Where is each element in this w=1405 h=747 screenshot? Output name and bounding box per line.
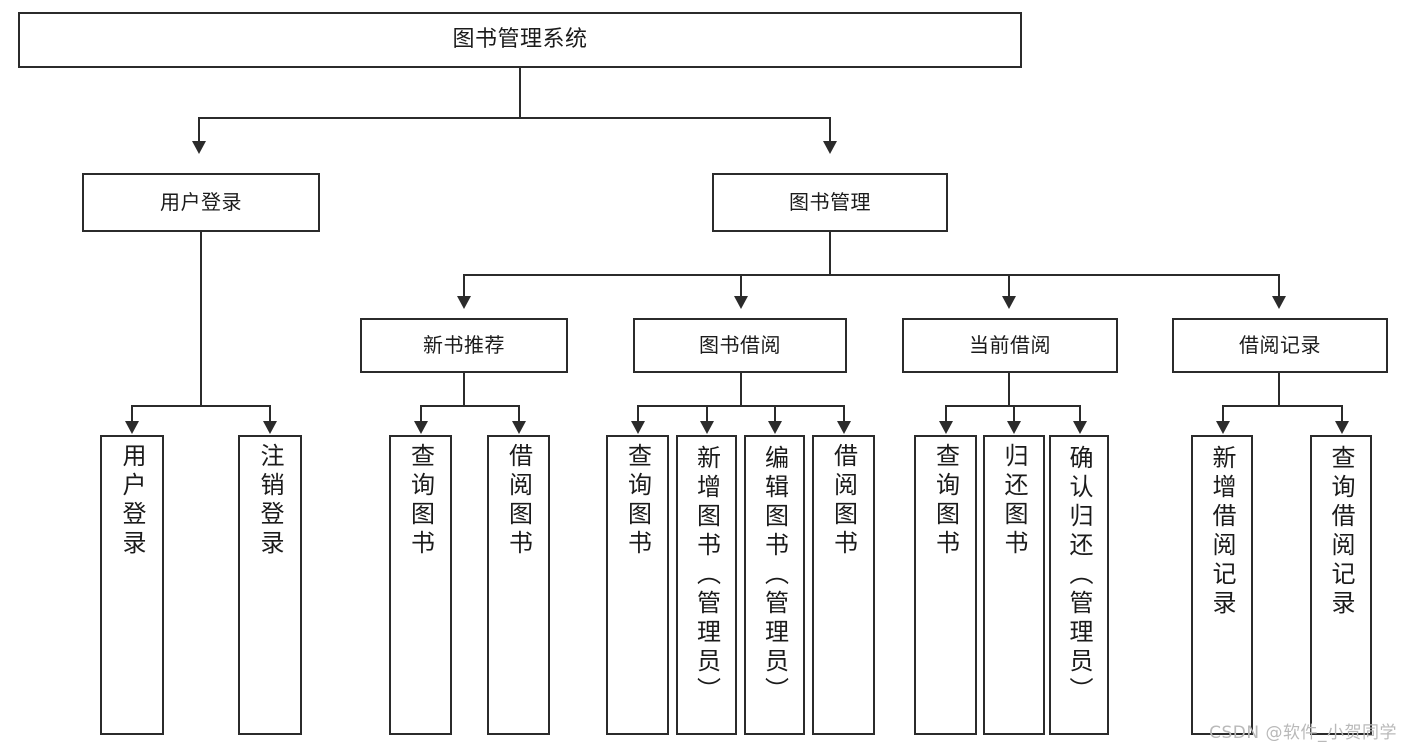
arrowhead-root-to-user-login	[192, 141, 206, 154]
leaf-query-book-3[interactable]: 查询图书	[914, 435, 977, 735]
leaf-borrow-book-1[interactable]: 借阅图书	[487, 435, 550, 735]
connector-book-manage-drop-4	[1278, 274, 1280, 298]
node-label: 借阅记录	[1239, 333, 1321, 358]
node-root-book-management-system[interactable]: 图书管理系统	[18, 12, 1022, 68]
leaf-query-book-2[interactable]: 查询图书	[606, 435, 669, 735]
connector-book-borrow-drop-3	[774, 405, 776, 423]
node-label: 归还图书	[1000, 443, 1028, 559]
arrowhead-current-borrow-leaf-1	[939, 421, 953, 434]
connector-new-book-drop-1	[420, 405, 422, 423]
connector-user-login-drop-2	[269, 405, 271, 423]
arrowhead-book-manage-child-4	[1272, 296, 1286, 309]
connector-book-borrow-bus	[637, 405, 844, 407]
node-label: 图书借阅	[699, 333, 781, 358]
node-label: 新书推荐	[423, 333, 505, 358]
arrowhead-book-borrow-leaf-3	[768, 421, 782, 434]
arrowhead-borrow-record-leaf-2	[1335, 421, 1349, 434]
node-label: 确认归还（管理员）	[1065, 445, 1093, 706]
connector-root-to-user-login	[198, 117, 200, 143]
connector-book-manage-bus	[463, 274, 1280, 276]
connector-book-borrow-drop-4	[843, 405, 845, 423]
connector-borrow-record-stem	[1278, 373, 1280, 405]
leaf-edit-book[interactable]: 编辑图书（管理员）	[744, 435, 805, 735]
node-current-borrow[interactable]: 当前借阅	[902, 318, 1118, 373]
node-label: 编辑图书（管理员）	[760, 445, 789, 706]
node-new-book-recommend[interactable]: 新书推荐	[360, 318, 568, 373]
connector-root-stem	[519, 68, 521, 117]
leaf-add-record[interactable]: 新增借阅记录	[1191, 435, 1253, 735]
arrowhead-book-manage-child-2	[734, 296, 748, 309]
connector-borrow-record-drop-2	[1341, 405, 1343, 423]
connector-book-borrow-drop-2	[706, 405, 708, 423]
node-label: 借阅图书	[829, 443, 858, 559]
connector-root-bus	[198, 117, 830, 119]
connector-borrow-record-bus	[1222, 405, 1342, 407]
connector-current-borrow-bus	[945, 405, 1080, 407]
csdn-watermark: CSDN @软件_小贺同学	[1209, 723, 1397, 743]
connector-current-borrow-drop-3	[1079, 405, 1081, 423]
connector-book-manage-drop-1	[463, 274, 465, 298]
connector-current-borrow-drop-2	[1013, 405, 1015, 423]
node-label: 图书管理	[789, 190, 871, 215]
connector-user-login-bus	[131, 405, 270, 407]
connector-book-manage-drop-2	[740, 274, 742, 298]
connector-user-login-drop-1	[131, 405, 133, 423]
leaf-query-record[interactable]: 查询借阅记录	[1310, 435, 1372, 735]
node-label: 用户登录	[118, 443, 146, 559]
node-label: 当前借阅	[969, 333, 1051, 358]
arrowhead-book-borrow-leaf-1	[631, 421, 645, 434]
node-label: 新增图书（管理员）	[692, 445, 721, 706]
connector-book-manage-stem	[829, 232, 831, 274]
leaf-add-book[interactable]: 新增图书（管理员）	[676, 435, 737, 735]
connector-borrow-record-drop-1	[1222, 405, 1224, 423]
leaf-confirm-return[interactable]: 确认归还（管理员）	[1049, 435, 1109, 735]
arrowhead-user-login-leaf-1	[125, 421, 139, 434]
node-label: 用户登录	[160, 190, 242, 215]
connector-user-login-stem	[200, 232, 202, 405]
arrowhead-root-to-book-manage	[823, 141, 837, 154]
node-book-manage[interactable]: 图书管理	[712, 173, 948, 232]
node-label: 查询借阅记录	[1327, 445, 1355, 619]
arrowhead-user-login-leaf-2	[263, 421, 277, 434]
connector-new-book-drop-2	[518, 405, 520, 423]
leaf-borrow-book-2[interactable]: 借阅图书	[812, 435, 875, 735]
node-label: 查询图书	[623, 443, 652, 559]
arrowhead-new-book-leaf-2	[512, 421, 526, 434]
leaf-query-book-1[interactable]: 查询图书	[389, 435, 452, 735]
node-label: 查询图书	[406, 443, 435, 559]
arrowhead-current-borrow-leaf-3	[1073, 421, 1087, 434]
connector-current-borrow-stem	[1008, 373, 1010, 405]
leaf-user-login[interactable]: 用户登录	[100, 435, 164, 735]
node-user-login[interactable]: 用户登录	[82, 173, 320, 232]
arrowhead-current-borrow-leaf-2	[1007, 421, 1021, 434]
connector-book-borrow-drop-1	[637, 405, 639, 423]
connector-root-to-book-manage	[829, 117, 831, 143]
arrowhead-borrow-record-leaf-1	[1216, 421, 1230, 434]
leaf-return-book[interactable]: 归还图书	[983, 435, 1045, 735]
connector-current-borrow-drop-1	[945, 405, 947, 423]
node-borrow-record[interactable]: 借阅记录	[1172, 318, 1388, 373]
connector-book-manage-drop-3	[1008, 274, 1010, 298]
connector-new-book-bus	[420, 405, 518, 407]
arrowhead-book-manage-child-1	[457, 296, 471, 309]
arrowhead-book-manage-child-3	[1002, 296, 1016, 309]
arrowhead-book-borrow-leaf-2	[700, 421, 714, 434]
node-label: 注销登录	[256, 443, 284, 559]
arrowhead-book-borrow-leaf-4	[837, 421, 851, 434]
arrowhead-new-book-leaf-1	[414, 421, 428, 434]
node-label: 图书管理系统	[452, 26, 588, 52]
node-label: 查询图书	[931, 443, 960, 559]
connector-new-book-stem	[463, 373, 465, 405]
node-label: 借阅图书	[504, 443, 533, 559]
node-book-borrow[interactable]: 图书借阅	[633, 318, 847, 373]
node-label: 新增借阅记录	[1208, 445, 1236, 619]
leaf-user-logout[interactable]: 注销登录	[238, 435, 302, 735]
connector-book-borrow-stem	[740, 373, 742, 405]
